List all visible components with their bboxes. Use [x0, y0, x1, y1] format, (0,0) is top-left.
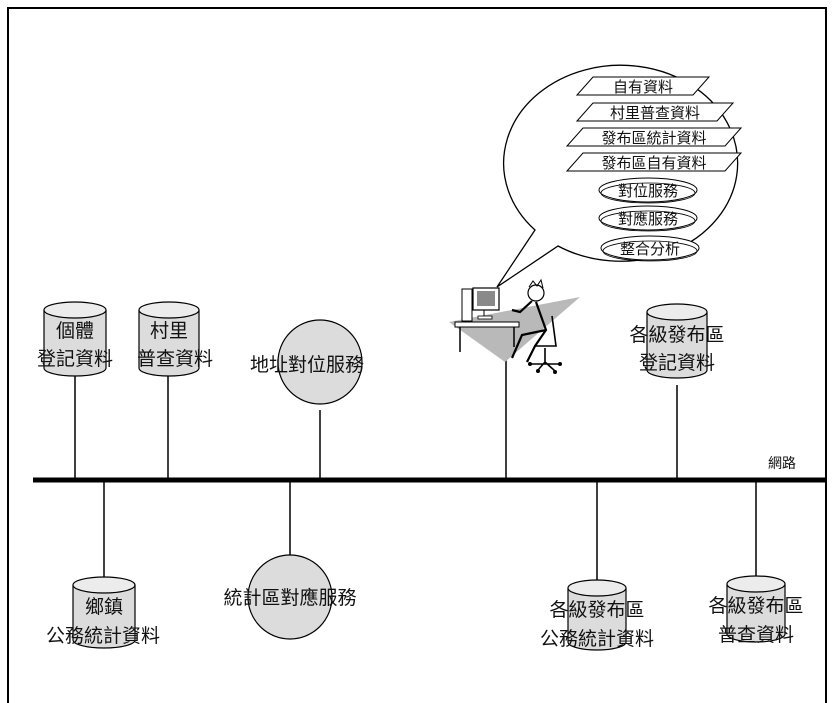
data-layer-own-data: 自有資料 [575, 76, 711, 96]
database-village-census: 村里 普查資料 [137, 301, 213, 377]
svg-text:村里普查資料: 村里普查資料 [610, 104, 700, 122]
bubble-data-layers: 自有資料 村里普查資料 發布區統計資料 發布區自有資料 [565, 76, 743, 172]
bubble-services: 對位服務 對應服務 整合分析 [598, 177, 700, 262]
database-label-line1: 鄉鎮 [85, 596, 123, 618]
svg-text:整合分析: 整合分析 [620, 240, 680, 258]
database-district-census: 各級發布區 普查資料 [708, 575, 804, 646]
database-label-line1: 村里 [150, 320, 188, 342]
database-label-line1: 個體 [56, 320, 94, 342]
service-address-matching: 地址對位服務 [250, 319, 364, 405]
computer-tower [461, 288, 473, 322]
database-label-line2: 普查資料 [718, 624, 794, 646]
network-label: 網路 [768, 456, 796, 472]
upper-connectors [74, 355, 678, 480]
service-stat-area-matching: 統計區對應服務 [223, 554, 357, 640]
database-district-register: 各級發布區 登記資料 [629, 303, 725, 379]
database-label-line1: 各級發布區 [549, 599, 644, 621]
service-pill-correspondence: 對應服務 [598, 205, 698, 232]
desk [454, 321, 520, 328]
svg-text:對應服務: 對應服務 [618, 210, 678, 228]
database-label-line2: 公務統計資料 [46, 625, 160, 647]
database-individual-register: 個體 登記資料 [37, 301, 113, 377]
diagram-frame [7, 7, 827, 703]
data-layer-district-stats: 發布區統計資料 [565, 127, 743, 147]
database-township-admin-stats: 鄉鎮 公務統計資料 [46, 576, 160, 649]
workstation-user [449, 278, 580, 374]
service-pill-matching: 對位服務 [598, 177, 698, 204]
person-head [527, 284, 545, 302]
database-label-line2: 普查資料 [137, 348, 213, 370]
service-pill-integrated-analysis: 整合分析 [600, 235, 700, 262]
database-label-line1: 各級發布區 [629, 324, 724, 346]
svg-text:對位服務: 對位服務 [618, 182, 678, 200]
service-label: 地址對位服務 [250, 354, 364, 376]
svg-text:發布區自有資料: 發布區自有資料 [601, 154, 706, 172]
data-layer-village-census: 村里普查資料 [575, 102, 735, 122]
svg-text:發布區統計資料: 發布區統計資料 [601, 129, 706, 147]
person-body [511, 300, 548, 363]
data-layer-district-own-data: 發布區自有資料 [565, 152, 743, 172]
lower-connectors [103, 480, 757, 585]
database-label-line2: 公務統計資料 [540, 628, 654, 650]
database-label-line2: 登記資料 [639, 352, 715, 374]
database-label-line2: 登記資料 [37, 348, 113, 370]
svg-text:自有資料: 自有資料 [613, 78, 673, 96]
office-chair [530, 315, 560, 372]
database-label-line1: 各級發布區 [708, 595, 803, 617]
database-district-admin-stats: 各級發布區 公務統計資料 [540, 579, 654, 651]
service-label: 統計區對應服務 [223, 586, 356, 609]
